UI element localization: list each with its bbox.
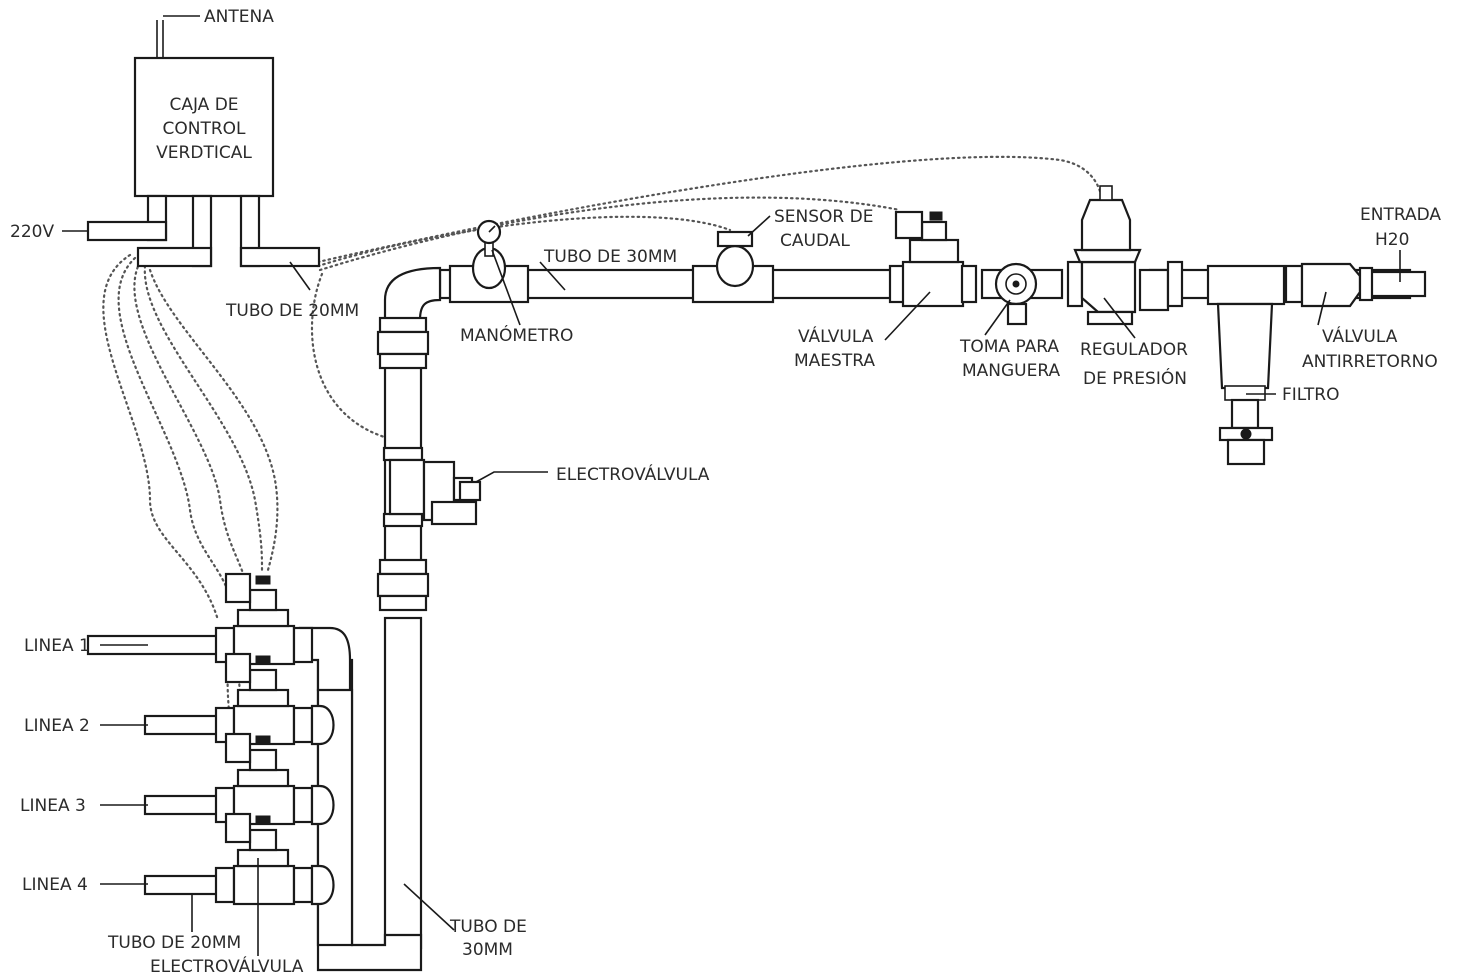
label-solenoid-valve: ELECTROVÁLVULA bbox=[556, 463, 710, 485]
label-pressure-regulator-2: DE PRESIÓN bbox=[1083, 367, 1187, 389]
master-valve bbox=[888, 210, 978, 308]
hose-tap bbox=[980, 262, 1064, 326]
label-tube-30-bottom-1: TUBO DE bbox=[449, 917, 527, 937]
filter bbox=[1206, 264, 1286, 466]
control-box: CAJA DE CONTROL VERDTICAL bbox=[86, 20, 321, 268]
label-line-4: LINEA 4 bbox=[22, 875, 88, 895]
label-pressure-regulator-1: REGULADOR bbox=[1080, 340, 1188, 360]
label-antenna: ANTENA bbox=[204, 7, 274, 27]
zone-valve-4 bbox=[143, 812, 335, 906]
vertical-pipe bbox=[316, 316, 430, 972]
label-flow-sensor-1: SENSOR DE bbox=[774, 207, 873, 227]
label-hose-tap-1: TOMA PARA bbox=[959, 337, 1059, 357]
control-box-line1: CAJA DE bbox=[169, 95, 238, 115]
label-tube-30-top: TUBO DE 30MM bbox=[543, 247, 677, 267]
label-line-1: LINEA 1 bbox=[24, 636, 90, 656]
label-flow-sensor-2: CAUDAL bbox=[780, 231, 850, 251]
label-line-2: LINEA 2 bbox=[24, 716, 90, 736]
pressure-regulator bbox=[1066, 185, 1184, 326]
control-box-line3: VERDTICAL bbox=[156, 143, 252, 163]
label-master-valve-2: MAESTRA bbox=[794, 351, 875, 371]
label-manometer: MANÓMETRO bbox=[460, 324, 573, 346]
label-master-valve-1: VÁLVULA bbox=[798, 325, 874, 347]
label-tube-20-top: TUBO DE 20MM bbox=[225, 301, 359, 321]
leader-lines bbox=[62, 15, 1401, 956]
label-tube-30-bottom-2: 30MM bbox=[462, 940, 513, 960]
labels: ANTENA 220V TUBO DE 20MM TUBO DE 30MM MA… bbox=[10, 7, 1441, 977]
label-filter: FILTRO bbox=[1282, 385, 1340, 405]
manometer bbox=[448, 219, 530, 304]
zone-valve-3 bbox=[143, 732, 335, 826]
zone-valve-2 bbox=[143, 652, 335, 746]
flow-sensor bbox=[691, 230, 775, 304]
central-solenoid-valve bbox=[388, 458, 482, 526]
label-solenoid-valve-bottom: ELECTROVÁLVULA bbox=[150, 955, 304, 977]
zone-valve-1 bbox=[86, 572, 314, 666]
label-tube-20-bottom: TUBO DE 20MM bbox=[107, 933, 241, 953]
label-check-valve-2: ANTIRRETORNO bbox=[1302, 352, 1438, 372]
check-valve bbox=[1284, 262, 1374, 308]
control-wires bbox=[102, 155, 1104, 762]
label-inlet-1: ENTRADA bbox=[1360, 205, 1441, 225]
control-box-line2: CONTROL bbox=[162, 119, 246, 139]
label-check-valve-1: VÁLVULA bbox=[1322, 325, 1398, 347]
label-line-3: LINEA 3 bbox=[20, 796, 86, 816]
label-inlet-2: H20 bbox=[1375, 230, 1409, 250]
label-power: 220V bbox=[10, 222, 54, 242]
label-hose-tap-2: MANGUERA bbox=[962, 361, 1060, 381]
